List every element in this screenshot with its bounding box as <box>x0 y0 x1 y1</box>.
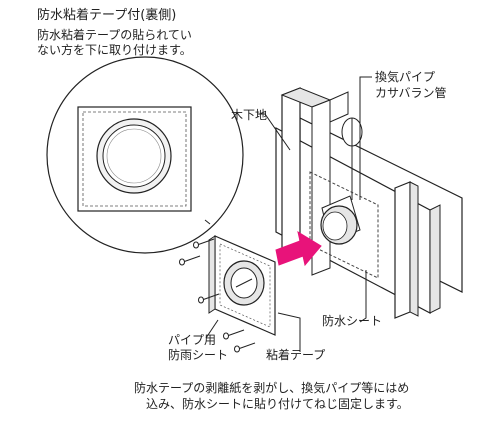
stud-right <box>394 181 411 319</box>
stud-right-side <box>409 181 419 317</box>
leader-pipe <box>359 76 372 200</box>
screw-3 <box>198 293 220 304</box>
label-waterproof-sheet: 防水シート <box>322 314 383 328</box>
label-rain-sheet-line-2: 防雨シート <box>168 348 229 362</box>
wall-board-edge <box>429 204 441 314</box>
label-pipe-line-2: カサバラン管 <box>375 86 447 100</box>
rain-sheet-dashed <box>219 243 271 328</box>
screw-1 <box>179 255 201 266</box>
leader-rain-sheet <box>205 319 219 339</box>
screw-4 <box>223 329 245 340</box>
screws <box>179 238 256 353</box>
note-line-2: ない方を下に取り付けます。 <box>37 43 192 57</box>
detail-view <box>46 56 244 254</box>
rain-sheet-assembly <box>208 235 276 336</box>
leader-sheet <box>359 270 367 323</box>
stud-top-beam <box>329 91 349 123</box>
label-rain-sheet-line-1: パイプ用 <box>168 333 217 347</box>
detail-hole-ring <box>106 128 162 184</box>
footer-line-2: 込み、防水シートに貼り付けてねじ固定します。 <box>146 397 409 411</box>
stud-left <box>281 87 301 263</box>
pipe-front-inner <box>322 211 348 241</box>
install-arrow <box>275 230 322 267</box>
screw-2 <box>193 238 215 249</box>
note-line-1: 防水粘着テープの貼られてい <box>37 28 192 42</box>
leader-tape <box>277 312 301 352</box>
footer-line-1: 防水テープの剥離紙を剥がし、換気パイプ等にはめ <box>134 381 410 395</box>
label-pipe-line-1: 換気パイプ <box>375 70 436 84</box>
rain-sheet-edge <box>208 235 216 314</box>
detail-leader <box>204 219 211 225</box>
rain-sheet-tab <box>235 278 253 288</box>
diagram-title: 防水粘着テープ付(裏側) <box>37 8 177 23</box>
wall-assembly <box>275 87 463 319</box>
leader-wood <box>258 113 291 151</box>
label-adhesive-tape: 粘着テープ <box>266 348 326 362</box>
waterproof-sheet-area <box>309 171 379 279</box>
label-wood-base: 木下地 <box>231 108 268 122</box>
detail-hole-inner <box>102 124 166 188</box>
screw-5 <box>234 342 256 353</box>
leader-lines <box>205 76 372 352</box>
